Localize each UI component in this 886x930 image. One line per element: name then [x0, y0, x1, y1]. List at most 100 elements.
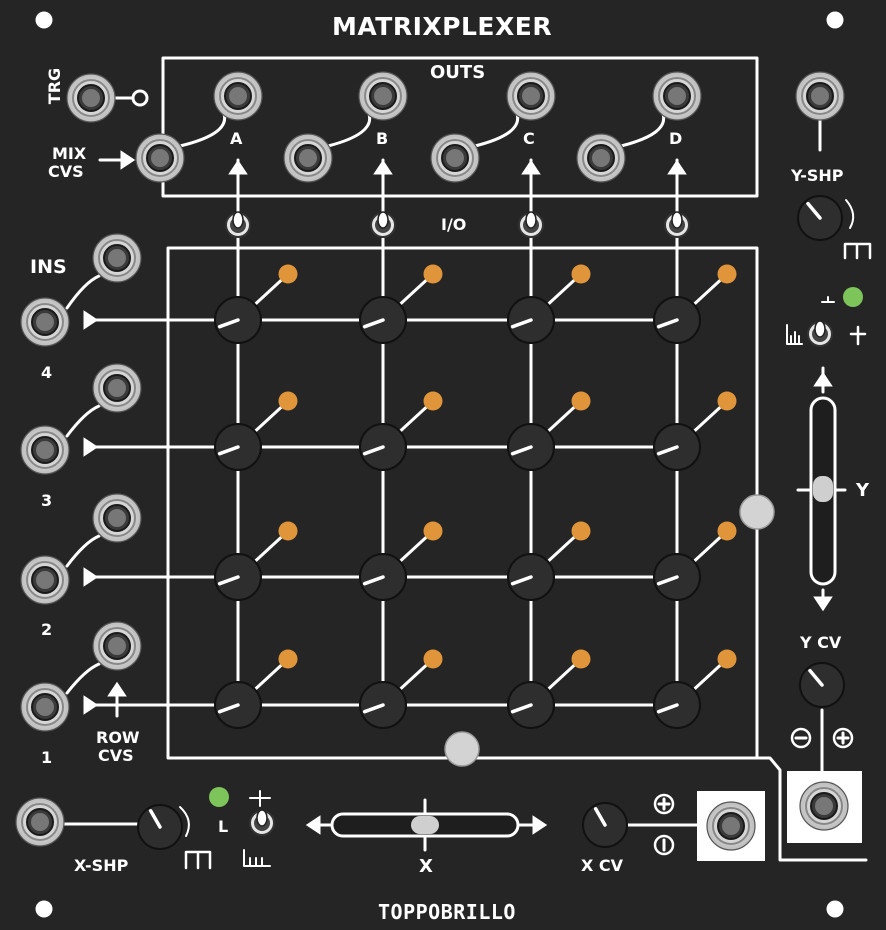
in-cv-link-0 [65, 274, 101, 310]
mix-cv-jack-b-core [299, 149, 317, 167]
trg-jack[interactable] [66, 73, 116, 123]
mix-cv-jack-c[interactable] [430, 133, 480, 183]
io-toggle-c[interactable] [518, 211, 544, 238]
y-position-handle[interactable] [739, 494, 775, 530]
io-toggle-d[interactable] [664, 211, 690, 238]
cv-amount-r3-a[interactable] [278, 391, 298, 411]
in-cv-link-1 [65, 404, 101, 438]
mix-cv-jack-b[interactable] [283, 133, 333, 183]
mix-knob-r1-a[interactable] [214, 681, 262, 729]
y-mode-toggle[interactable] [807, 320, 833, 347]
row-cv-jack-3[interactable] [92, 363, 142, 413]
y-mode-toggle-lever [814, 320, 826, 338]
cv-amount-r1-d[interactable] [717, 649, 737, 669]
y-cv-minus-icon [790, 727, 812, 749]
out-jack-d[interactable] [652, 71, 702, 121]
mix-knob-r3-c[interactable] [507, 423, 555, 471]
cv-amount-r4-c[interactable] [571, 264, 591, 284]
screw-top-left [35, 11, 53, 29]
y-cv-routing-line [755, 756, 868, 862]
mix-cv-jack-a[interactable] [135, 133, 185, 183]
row-cv-jack-1[interactable] [92, 621, 142, 671]
in-jack-3[interactable] [20, 425, 70, 475]
x-cv-jack[interactable] [706, 801, 756, 851]
screw-top-right [826, 11, 844, 29]
y-shp-knob[interactable] [797, 195, 843, 241]
out-jack-b[interactable] [358, 71, 408, 121]
mix-knob-r1-b[interactable] [359, 681, 407, 729]
mix-knob-r2-d[interactable] [653, 553, 701, 601]
in-arrow-1 [83, 437, 99, 457]
mix-knob-r1-c-pointer [510, 703, 533, 714]
screw-bottom-left [35, 900, 53, 918]
mix-knob-r3-a[interactable] [214, 423, 262, 471]
cv-amount-r1-b[interactable] [423, 649, 443, 669]
x-led-mode-icon [249, 790, 271, 807]
mix-knob-r3-b[interactable] [359, 423, 407, 471]
in-3-label: 3 [41, 491, 53, 510]
cv-amount-r3-b[interactable] [423, 391, 443, 411]
out-arrow-0 [228, 159, 248, 175]
mix-knob-r2-b[interactable] [359, 553, 407, 601]
cv-amount-r4-a[interactable] [278, 264, 298, 284]
y-shp-jack[interactable] [795, 71, 845, 121]
x-position-handle[interactable] [444, 731, 480, 767]
cv-amount-r2-c[interactable] [571, 521, 591, 541]
io-toggle-d-lever [671, 211, 683, 229]
x-shp-knob[interactable] [137, 804, 183, 850]
screw-bottom-right [826, 900, 844, 918]
mix-knob-r2-a-pointer [217, 575, 240, 586]
x-shp-label: X-SHP [74, 856, 129, 875]
out-jack-b-core [374, 87, 392, 105]
mix-knob-r4-a[interactable] [214, 296, 262, 344]
cv-amount-r4-d[interactable] [717, 264, 737, 284]
in-jack-1[interactable] [20, 682, 70, 732]
in-jack-4[interactable] [20, 297, 70, 347]
mix-knob-r2-a[interactable] [214, 553, 262, 601]
cv-amount-r1-c[interactable] [571, 649, 591, 669]
y-cv-knob[interactable] [799, 662, 845, 708]
cv-amount-r1-a[interactable] [278, 649, 298, 669]
in-cv-link-2 [65, 534, 101, 568]
out-jack-a[interactable] [213, 71, 263, 121]
mix-knob-r1-d[interactable] [653, 681, 701, 729]
mix-cv-jack-d[interactable] [576, 133, 626, 183]
cv-amount-r3-d[interactable] [717, 391, 737, 411]
cv-amount-r3-c[interactable] [571, 391, 591, 411]
in-jack-2[interactable] [20, 555, 70, 605]
in-arrow-0 [83, 310, 99, 330]
mix-knob-r1-c[interactable] [507, 681, 555, 729]
x-shp-jack[interactable] [15, 797, 65, 847]
mix-knob-r4-a-pointer [217, 318, 240, 329]
x-cv-knob[interactable] [582, 802, 628, 848]
out-arrow-1 [373, 159, 393, 175]
out-jack-c[interactable] [506, 71, 556, 121]
in-jack-3-core [36, 441, 54, 459]
y-shp-wave-icon [843, 242, 872, 260]
mix-knob-r2-d-pointer [656, 575, 679, 586]
cv-amount-r2-d[interactable] [717, 521, 737, 541]
cv-amount-r4-b[interactable] [423, 264, 443, 284]
row-cv-jack-4[interactable] [92, 233, 142, 283]
row-cv-jack-3-core [108, 379, 126, 397]
y-cv-jack[interactable] [799, 781, 849, 831]
mix-knob-r4-c[interactable] [507, 296, 555, 344]
mix-knob-r4-b[interactable] [359, 296, 407, 344]
x-slider-handle[interactable] [411, 816, 439, 834]
cv-amount-r2-b[interactable] [423, 521, 443, 541]
io-toggle-b[interactable] [370, 211, 396, 238]
cv-amount-r2-a[interactable] [278, 521, 298, 541]
out-arrow-2 [521, 159, 541, 175]
out-jack-c-core [522, 87, 540, 105]
y-shp-knob-pointer [806, 201, 822, 220]
mix-knob-r4-d[interactable] [653, 296, 701, 344]
row-cv-jack-2[interactable] [92, 493, 142, 543]
io-toggle-a-lever [232, 211, 244, 229]
x-mode-toggle[interactable] [249, 809, 275, 836]
io-toggle-b-lever [377, 211, 389, 229]
y-slider-handle[interactable] [813, 476, 833, 502]
io-toggle-a[interactable] [225, 211, 251, 238]
mix-knob-r3-d[interactable] [653, 423, 701, 471]
mix-knob-r2-c[interactable] [507, 553, 555, 601]
